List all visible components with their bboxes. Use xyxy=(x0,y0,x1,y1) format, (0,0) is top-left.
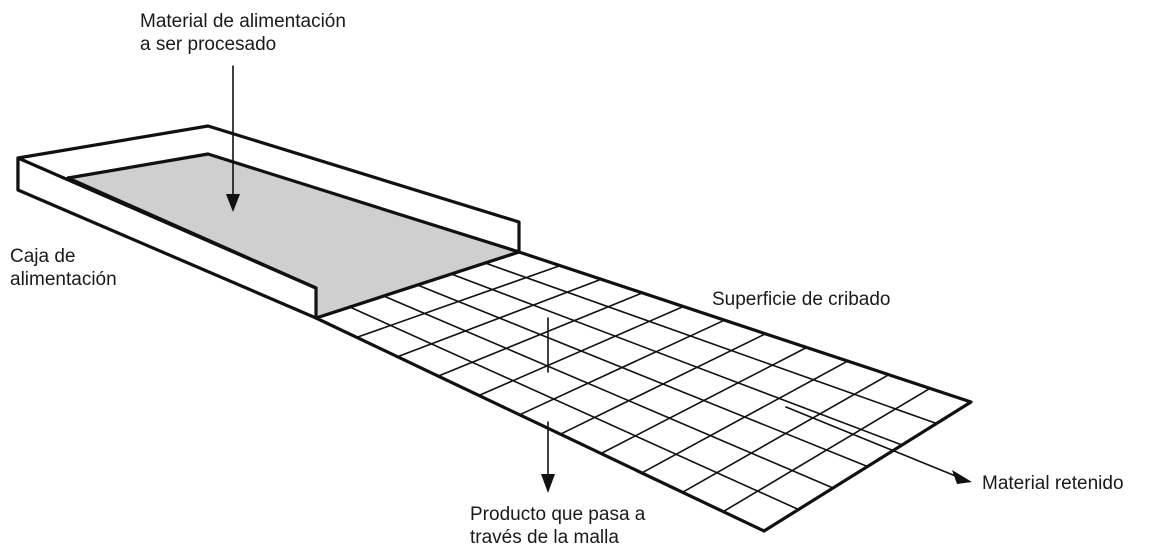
feed-box-label: Caja de alimentación xyxy=(10,246,117,290)
feed-box-inner-edge xyxy=(66,176,318,290)
mesh-long-line xyxy=(417,284,868,468)
screening-mesh xyxy=(314,250,973,533)
mesh-grid-lines xyxy=(349,262,937,513)
feed-box-line-1: Caja de xyxy=(10,246,76,267)
feed-box xyxy=(16,124,521,320)
feed-material-line-1: Material de alimentación xyxy=(140,11,346,32)
feed-material-line-2: a ser procesado xyxy=(140,34,276,55)
mesh-long-line xyxy=(451,273,903,446)
labels: Material de alimentación a ser procesado… xyxy=(10,11,1124,548)
mesh-long-line xyxy=(383,295,834,489)
passing-product-label: Producto que pasa a través de la malla xyxy=(470,504,651,548)
feed-box-line-2: alimentación xyxy=(10,269,117,290)
feed-material-label: Material de alimentación a ser procesado xyxy=(140,11,351,55)
retained-material-label: Material retenido xyxy=(982,473,1124,494)
retained-arrow-shaft xyxy=(785,406,959,478)
mesh-long-line xyxy=(349,306,799,511)
screen-surface-line-1: Superficie de cribado xyxy=(712,289,891,310)
mesh-long-line xyxy=(484,262,937,425)
annotations xyxy=(226,65,972,493)
passing-arrow-head xyxy=(541,474,555,493)
passing-product-line-1: Producto que pasa a xyxy=(470,504,646,525)
retained-arrow-head xyxy=(952,470,972,484)
retained-material-line-1: Material retenido xyxy=(982,473,1124,494)
feed-arrow-head xyxy=(226,194,240,212)
screen-surface-label: Superficie de cribado xyxy=(712,289,891,310)
passing-product-line-2: través de la malla xyxy=(470,527,619,548)
